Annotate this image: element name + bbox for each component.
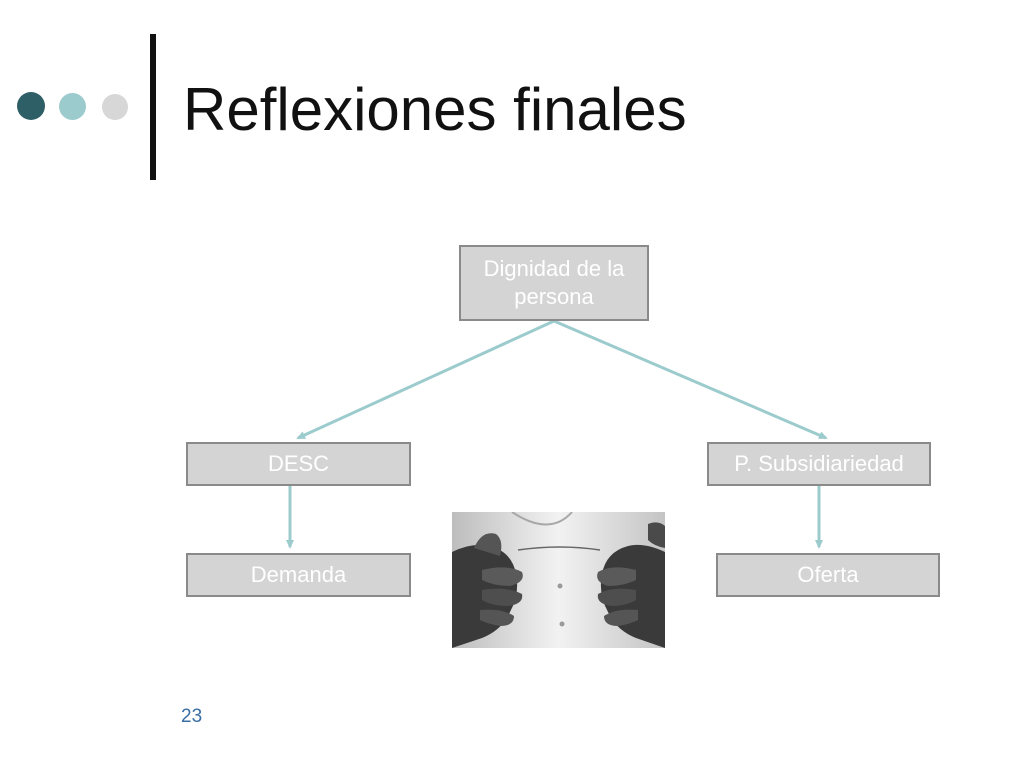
connector-root-desc <box>296 319 555 440</box>
node-oferta: Oferta <box>716 553 940 597</box>
photo-hands-pulling-thread <box>452 512 665 648</box>
page-number: 23 <box>181 706 203 727</box>
node-subsidiariedad: P. Subsidiariedad <box>707 442 931 486</box>
connector-root-subsidiariedad <box>553 319 828 440</box>
node-desc: DESC <box>186 442 411 486</box>
slide-title: Reflexiones finales <box>183 76 687 143</box>
title-dot-light <box>102 94 128 120</box>
title-divider <box>150 34 156 180</box>
node-dignidad-persona: Dignidad de la persona <box>459 245 649 321</box>
title-dot-dark <box>17 92 45 120</box>
title-dot-mid <box>59 93 86 120</box>
node-demanda: Demanda <box>186 553 411 597</box>
